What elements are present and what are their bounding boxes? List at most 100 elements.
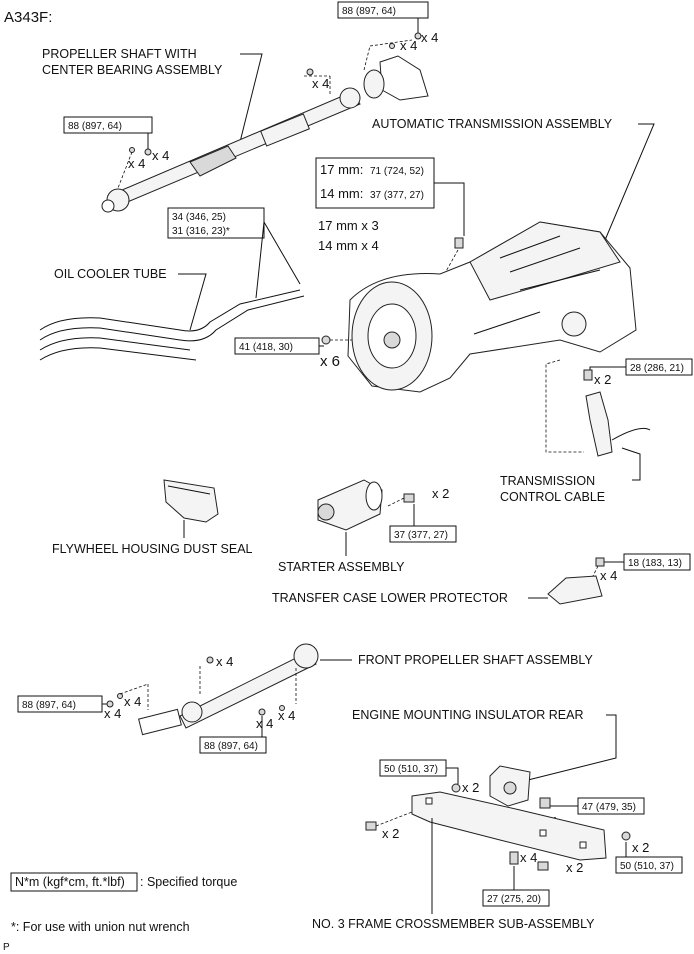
label-crossmember: NO. 3 FRAME CROSSMEMBER SUB-ASSEMBLY [312, 917, 595, 931]
nut-icon [621, 831, 631, 841]
qty-front-left-a: x 4 [104, 706, 121, 721]
label-trans-cable: TRANSMISSION [500, 474, 595, 488]
nut-icon [258, 708, 266, 716]
bolt-icon [321, 335, 331, 345]
nut-icon [451, 783, 461, 793]
bolt-icon [206, 656, 214, 664]
label-auto-trans: AUTOMATIC TRANSMISSION ASSEMBLY [372, 117, 613, 131]
legend-unit-desc: : Specified torque [140, 875, 237, 889]
qty-prop-bolt: x 4 [312, 76, 329, 91]
label-engine-mount: ENGINE MOUNTING INSULATOR REAR [352, 708, 584, 722]
torque-oil-2: 31 (316, 23)* [172, 226, 230, 237]
torque-box-left-shaft [63, 116, 153, 134]
rear-differential [379, 55, 429, 101]
torque-top: 88 (897, 64) [342, 6, 396, 17]
washer-icon [389, 43, 395, 49]
page-mark: P [3, 942, 10, 953]
torque-oil-1: 34 (346, 25) [172, 212, 226, 223]
cable-bracket [585, 391, 613, 457]
qty-left-b: x 4 [128, 156, 145, 171]
legend-footnote: *: For use with union nut wrench [11, 920, 190, 934]
qty-top-a: x 4 [421, 30, 438, 45]
qty-17mm: 17 mm x 3 [318, 218, 379, 233]
qty-front-mid-b: x 4 [278, 708, 295, 723]
torque-box-front-mid [199, 736, 267, 754]
torque-box-starter [389, 525, 457, 543]
bolt-icon [583, 369, 593, 381]
oil-cooler-tube [39, 289, 305, 361]
torque-50b: 50 (510, 37) [620, 861, 674, 872]
label-transfer-protector: TRANSFER CASE LOWER PROTECTOR [272, 591, 508, 605]
nut-icon [414, 32, 422, 40]
label-starter: STARTER ASSEMBLY [278, 560, 405, 574]
qty-x6: x 6 [320, 353, 340, 370]
qty-front-top: x 4 [216, 654, 233, 669]
torque-box-17-14 [315, 157, 435, 209]
washer-icon [117, 693, 123, 699]
torque-18: 18 (183, 13) [628, 558, 682, 569]
torque-50a: 50 (510, 37) [384, 764, 438, 775]
qty-27: x 4 [520, 850, 537, 865]
bolt-icon [365, 821, 377, 831]
torque-28: 28 (286, 21) [630, 363, 684, 374]
qty-front-left-b: x 4 [124, 694, 141, 709]
frame-crossmember [411, 791, 607, 861]
label-propeller-shaft-2: CENTER BEARING ASSEMBLY [42, 63, 223, 77]
label-oil-cooler: OIL COOLER TUBE [54, 267, 167, 281]
washer-icon [129, 147, 135, 153]
qty-50a: x 2 [462, 780, 479, 795]
qty-left-a: x 4 [152, 148, 169, 163]
bolt-icon [403, 493, 415, 503]
qty-starter: x 2 [432, 486, 449, 501]
bolt-icon [509, 851, 519, 865]
qty-front-mid-a: x 4 [256, 716, 273, 731]
qty-27b: x 2 [566, 860, 583, 875]
qty-cross-left: x 2 [382, 826, 399, 841]
diagram-id: A343F: [4, 9, 52, 26]
legend-unit-box [10, 872, 138, 892]
label-front-shaft: FRONT PROPELLER SHAFT ASSEMBLY [358, 653, 593, 667]
label-propeller-shaft: PROPELLER SHAFT WITH [42, 47, 197, 61]
legend-unit: N*m (kgf*cm, ft.*lbf) [15, 875, 125, 889]
label-dust-seal: FLYWHEEL HOUSING DUST SEAL [52, 542, 253, 556]
torque-box-27 [482, 889, 550, 907]
torque-41: 41 (418, 30) [239, 342, 293, 353]
qty-top-b: x 4 [400, 38, 417, 53]
transfer-protector [547, 575, 603, 605]
bolt-icon [595, 557, 605, 567]
torque-front-mid: 88 (897, 64) [204, 741, 258, 752]
flywheel-dust-seal [163, 479, 219, 523]
bolt-icon [537, 861, 549, 871]
bolt-icon [306, 68, 314, 76]
propeller-shaft [101, 87, 361, 213]
qty-28: x 2 [594, 372, 611, 387]
nut-icon [144, 148, 152, 156]
label-trans-cable-2: CONTROL CABLE [500, 490, 605, 504]
torque-27: 27 (275, 20) [487, 894, 541, 905]
bolt-icon [454, 237, 464, 249]
qty-50b: x 2 [632, 840, 649, 855]
torque-17mm-val: 71 (724, 52) [370, 166, 424, 177]
torque-box-oil [167, 207, 265, 239]
torque-17mm-label: 17 mm: [320, 162, 363, 177]
bolt-icon [539, 797, 551, 809]
torque-starter: 37 (377, 27) [394, 530, 448, 541]
qty-14mm: 14 mm x 4 [318, 238, 379, 253]
torque-box-top [337, 1, 429, 19]
starter-assembly [317, 479, 383, 531]
automatic-transmission [347, 221, 637, 393]
qty-18: x 4 [600, 568, 617, 583]
torque-box-50b [615, 856, 683, 874]
front-propeller-shaft [138, 643, 319, 736]
torque-14mm-label: 14 mm: [320, 186, 363, 201]
torque-left-shaft: 88 (897, 64) [68, 121, 122, 132]
torque-14mm-val: 37 (377, 27) [370, 190, 424, 201]
torque-front-left: 88 (897, 64) [22, 700, 76, 711]
torque-47: 47 (479, 35) [582, 802, 636, 813]
engine-mount-insulator [489, 765, 531, 807]
rear-flange [363, 69, 385, 99]
washer-icon [279, 705, 285, 711]
nut-icon [106, 700, 114, 708]
